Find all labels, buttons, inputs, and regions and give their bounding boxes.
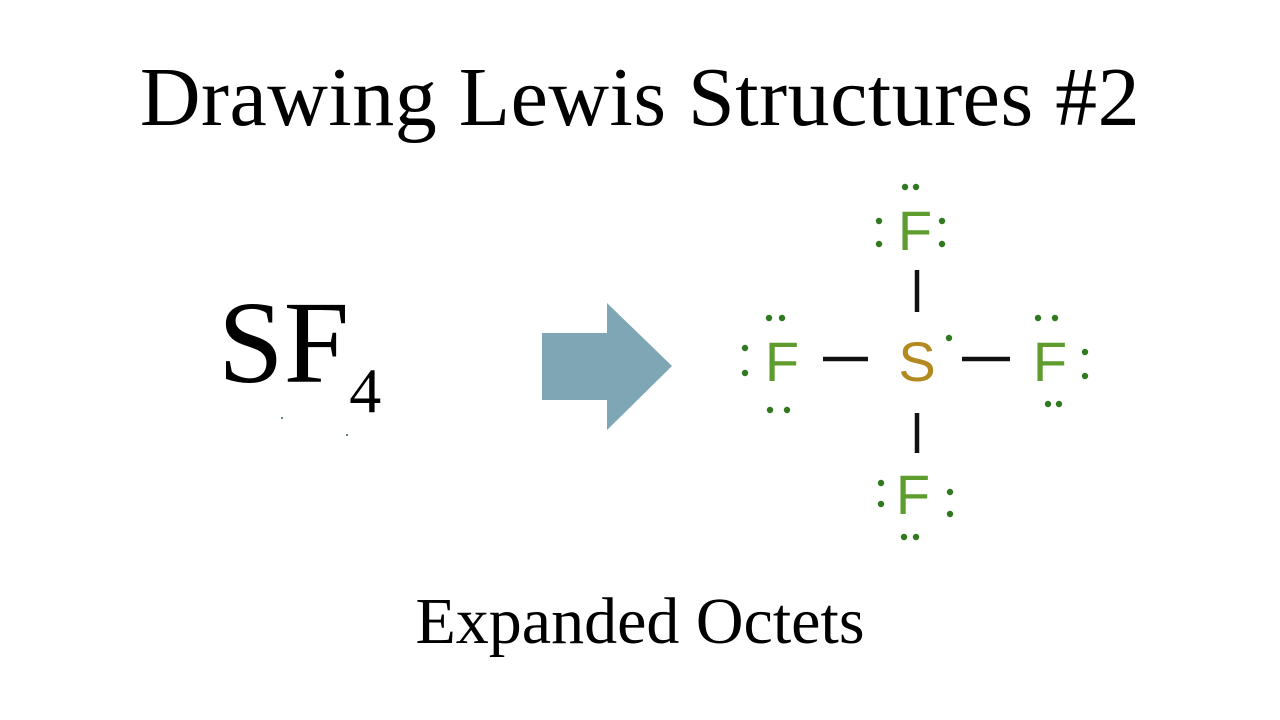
speck-mark (281, 417, 283, 419)
slide-title: Drawing Lewis Structures #2 (139, 51, 1141, 144)
lone-pair-dot (1081, 372, 1089, 380)
central-atom-label: S (898, 330, 935, 393)
lone-pair-dot (912, 183, 920, 191)
lone-pair-dot (1034, 314, 1042, 322)
fluorine-bottom-label: F (896, 463, 930, 526)
formula-main: SF (218, 277, 350, 408)
lone-pair-dot (875, 217, 883, 225)
fluorine-left-label: F (765, 330, 799, 393)
lone-pair-dot (900, 533, 908, 541)
lone-pair-dot (765, 314, 773, 322)
lone-pair-dot (945, 334, 953, 342)
lone-pair-dot (877, 500, 885, 508)
lone-pair-dot (1055, 400, 1063, 408)
lone-pair-dot (877, 479, 885, 487)
lone-pair-dot (938, 217, 946, 225)
speck-mark (346, 434, 348, 436)
lone-pair-dot (741, 344, 749, 352)
fluorine-right-label: F (1033, 330, 1067, 393)
lone-pair-dot (778, 314, 786, 322)
lone-pair-dot (938, 240, 946, 248)
chemical-formula: SF4 (218, 268, 381, 426)
fluorine-top-label: F (898, 199, 932, 262)
lone-pair-dot (766, 406, 774, 414)
bonds (823, 270, 1010, 453)
formula-subscript: 4 (349, 355, 382, 426)
lone-pair-dot (875, 240, 883, 248)
right-arrow-icon (542, 303, 672, 430)
lone-pair-dot (1044, 400, 1052, 408)
slide-subtitle: Expanded Octets (415, 585, 865, 658)
lone-pairs (741, 183, 1089, 541)
lone-pair-dot (783, 406, 791, 414)
lone-pair-dot (912, 533, 920, 541)
lone-pair-dot (946, 488, 954, 496)
lone-pair-dot (1051, 314, 1059, 322)
lone-pair-dot (1081, 348, 1089, 356)
lone-pair-dot (741, 369, 749, 377)
lone-pair-dot (901, 183, 909, 191)
lone-pair-dot (946, 510, 954, 518)
